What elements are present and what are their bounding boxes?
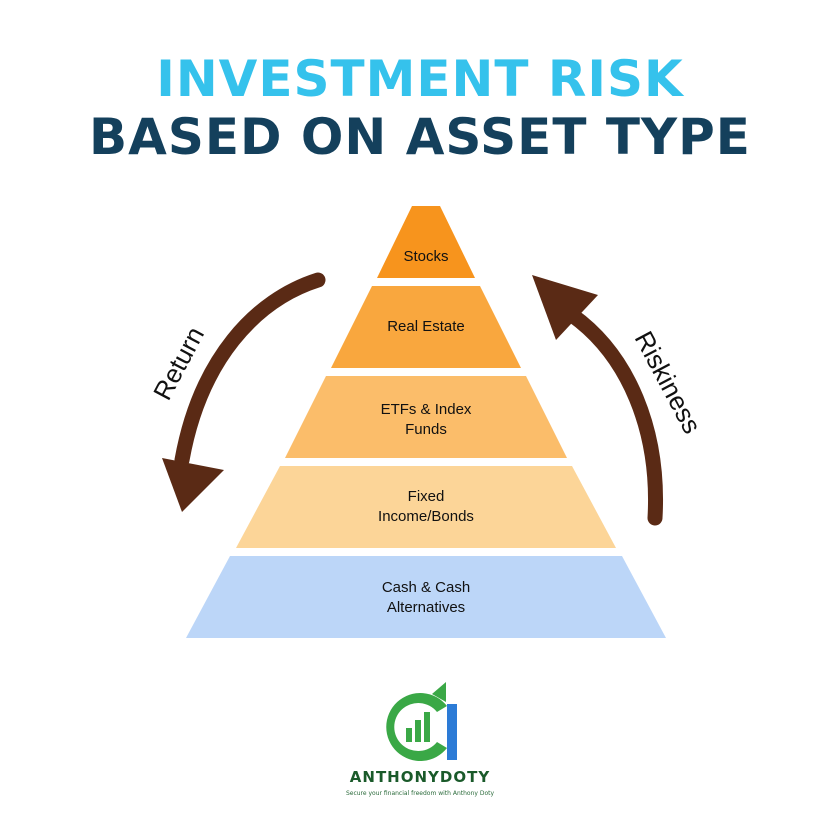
- brand-tagline: Secure your financial freedom with Antho…: [345, 790, 495, 797]
- return-arrow-shaft: [174, 272, 326, 468]
- tier-label-etfs: ETFs & Index Funds: [380, 401, 472, 438]
- return-arrow-head: [162, 458, 224, 512]
- tier-shape-cash: [186, 556, 666, 638]
- tier-label-cash: Cash & Cash Alternatives: [381, 579, 471, 616]
- tier-label-real-estate: Real Estate: [387, 318, 465, 335]
- logo-blue-stem: [447, 704, 457, 760]
- riskiness-arrow-shaft: [564, 307, 664, 526]
- tier-label-bonds: Fixed Income/Bonds: [378, 488, 474, 525]
- logo-up-arrow-icon: [432, 682, 446, 702]
- tier-shape-real-estate: [331, 286, 521, 368]
- tier-shape-bonds: [236, 466, 616, 548]
- tier-shape-stocks: [377, 206, 475, 278]
- tier-label-stocks: Stocks: [403, 248, 449, 265]
- logo-bar-2: [415, 720, 421, 742]
- title-line-1: INVESTMENT RISK: [156, 50, 684, 108]
- title-line-2: BASED ON ASSET TYPE: [89, 108, 751, 166]
- brand-logo: [386, 682, 457, 762]
- brand-name: ANTHONYDOTY: [349, 768, 491, 786]
- logo-bar-3: [424, 712, 430, 742]
- riskiness-arrow-head: [532, 275, 598, 340]
- logo-bar-1: [406, 728, 412, 742]
- tier-shape-etfs: [285, 376, 567, 458]
